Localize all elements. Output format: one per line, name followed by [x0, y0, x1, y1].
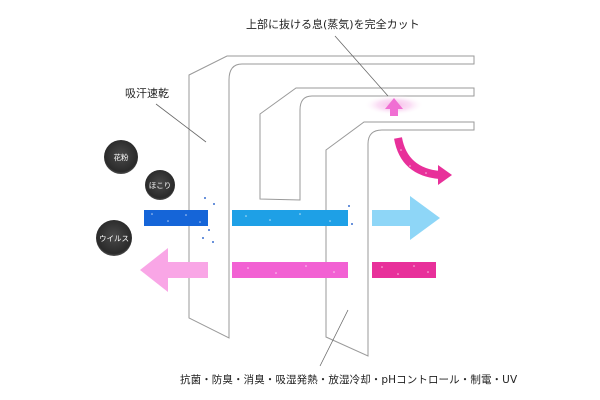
- pink-arrow-head: [140, 248, 168, 292]
- pollen-particle: 花粉: [104, 140, 138, 174]
- middle-filter-layer: [259, 87, 475, 201]
- outer-filter-layer: [188, 55, 475, 339]
- blue-arrow-head: [410, 196, 440, 240]
- steam-curve-arrow: [394, 137, 441, 179]
- dust-label: ほこり: [148, 180, 172, 190]
- functions-label: 抗菌・防臭・消臭・吸湿発熱・放湿冷却・pHコントロール・制電・UV: [180, 374, 518, 386]
- blue-arrow-segment-middle: [232, 210, 348, 226]
- steam-up-arrow: [385, 98, 403, 116]
- virus-label: ウイルス: [99, 233, 129, 243]
- arrow-speckles: [151, 149, 429, 275]
- blue-arrow-segment-inner: [372, 210, 412, 226]
- steam-cut-label: 上部に抜ける息(蒸気)を完全カット: [246, 18, 420, 31]
- dust-particle: ほこり: [145, 170, 175, 200]
- quick-dry-label: 吸汗速乾: [125, 87, 169, 100]
- pink-arrow-segment-middle: [232, 262, 348, 278]
- blocked-particle-dots: [202, 197, 353, 243]
- top-label-leader: [334, 35, 389, 97]
- pink-arrow-segment-outer: [166, 262, 208, 278]
- virus-particle: ウイルス: [96, 220, 132, 256]
- inner-filter-layer: [325, 121, 475, 357]
- blue-arrow-segment-outer: [144, 210, 208, 226]
- bottom-label-leader: [319, 309, 349, 367]
- steam-curve-arrow-head: [438, 165, 452, 185]
- pink-arrow-segment-inner: [372, 262, 436, 278]
- pollen-label: 花粉: [113, 152, 129, 162]
- left-label-leader: [155, 103, 207, 143]
